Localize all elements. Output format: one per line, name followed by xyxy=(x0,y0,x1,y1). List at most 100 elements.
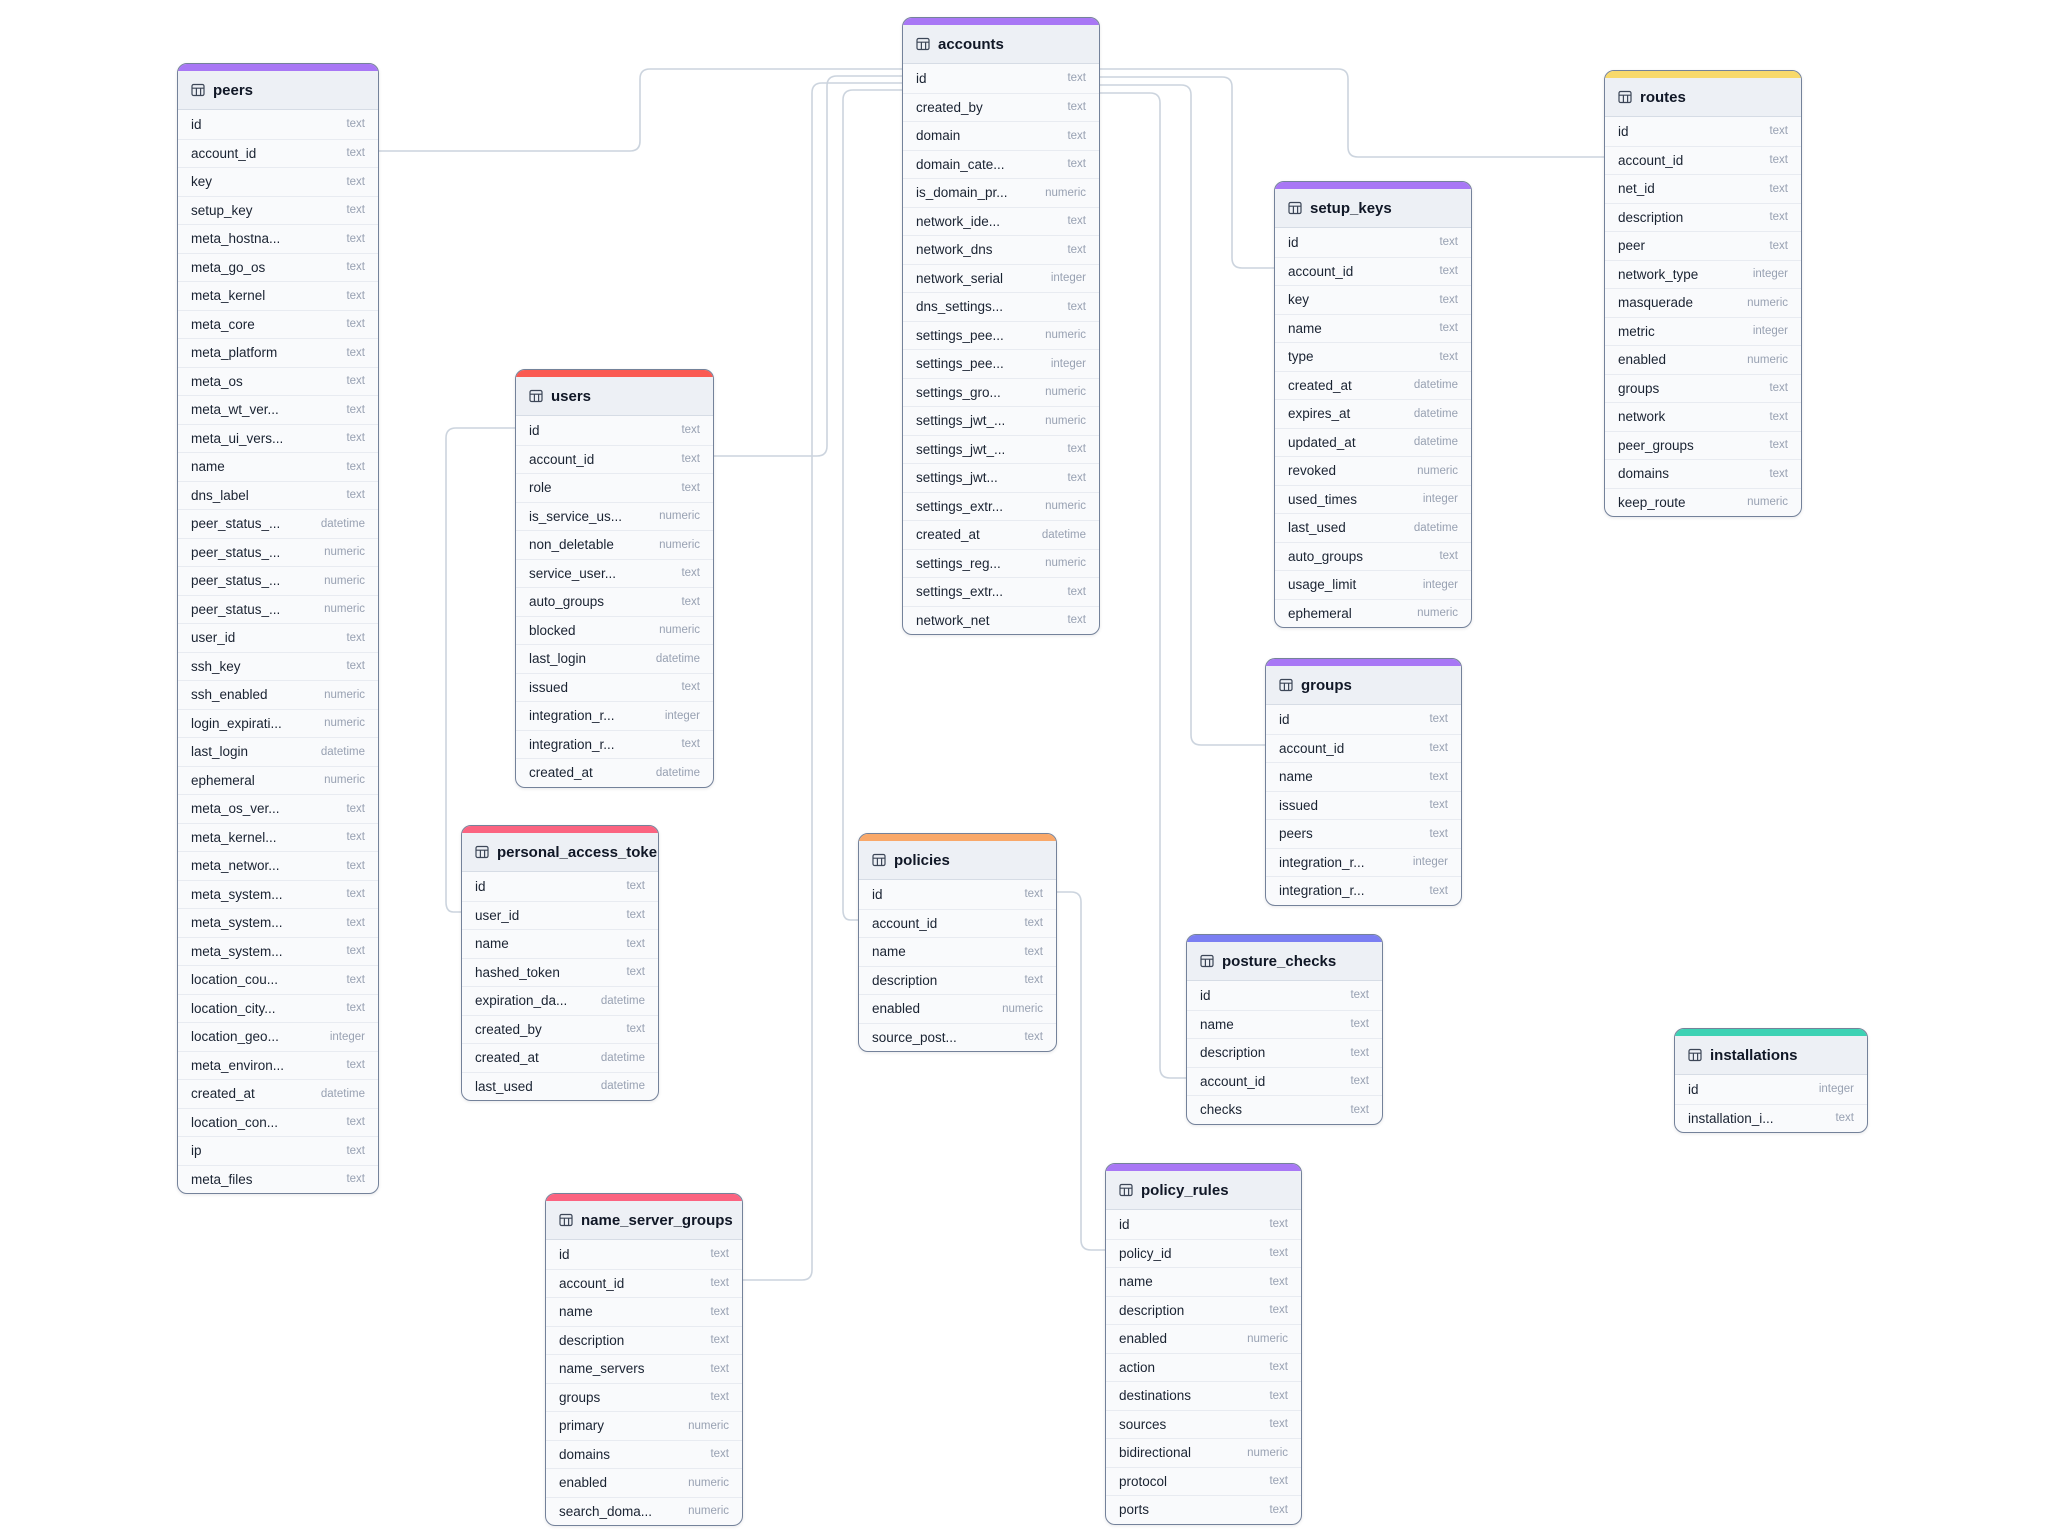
column-row[interactable]: dns_label text xyxy=(178,480,378,510)
column-row[interactable]: auto_groups text xyxy=(516,587,713,616)
column-row[interactable]: id text xyxy=(462,872,658,901)
column-row[interactable]: peer_groups text xyxy=(1605,430,1801,460)
column-row[interactable]: meta_environ... text xyxy=(178,1050,378,1080)
column-row[interactable]: name text xyxy=(1266,762,1461,791)
column-row[interactable]: checks text xyxy=(1187,1095,1382,1124)
column-row[interactable]: user_id text xyxy=(178,623,378,652)
table-header[interactable]: posture_checks xyxy=(1187,942,1382,981)
table-card-posture_checks[interactable]: posture_checks id text name text descrip… xyxy=(1186,934,1383,1125)
column-row[interactable]: enabled numeric xyxy=(1106,1324,1301,1353)
column-row[interactable]: network_ide... text xyxy=(903,206,1099,236)
column-row[interactable]: key text xyxy=(178,167,378,196)
column-row[interactable]: expiration_da... datetime xyxy=(462,986,658,1015)
table-header[interactable]: name_server_groups xyxy=(546,1201,742,1240)
column-row[interactable]: id text xyxy=(1605,117,1801,146)
column-row[interactable]: network_dns text xyxy=(903,235,1099,264)
table-card-personal_access_tokens[interactable]: personal_access_tokens id text user_id t… xyxy=(461,825,659,1101)
column-row[interactable]: settings_jwt_... text xyxy=(903,434,1099,464)
table-header[interactable]: routes xyxy=(1605,78,1801,117)
column-row[interactable]: domain text xyxy=(903,121,1099,150)
column-row[interactable]: last_login datetime xyxy=(516,644,713,673)
table-header[interactable]: setup_keys xyxy=(1275,189,1471,228)
column-row[interactable]: meta_files text xyxy=(178,1164,378,1194)
table-header[interactable]: policy_rules xyxy=(1106,1171,1301,1210)
column-row[interactable]: account_id text xyxy=(1275,256,1471,286)
column-row[interactable]: meta_wt_ver... text xyxy=(178,395,378,424)
column-row[interactable]: enabled numeric xyxy=(859,994,1056,1023)
column-row[interactable]: ephemeral numeric xyxy=(1275,598,1471,628)
table-header[interactable]: groups xyxy=(1266,666,1461,705)
column-row[interactable]: name_servers text xyxy=(546,1354,742,1383)
column-row[interactable]: net_id text xyxy=(1605,174,1801,203)
column-row[interactable]: used_times integer xyxy=(1275,484,1471,514)
column-row[interactable]: ssh_enabled numeric xyxy=(178,680,378,709)
column-row[interactable]: meta_ui_vers... text xyxy=(178,423,378,453)
column-row[interactable]: created_at datetime xyxy=(462,1043,658,1072)
column-row[interactable]: meta_system... text xyxy=(178,908,378,937)
table-card-accounts[interactable]: accounts id text created_by text domain … xyxy=(902,17,1100,635)
column-row[interactable]: account_id text xyxy=(1605,145,1801,175)
column-row[interactable]: network_net text xyxy=(903,605,1099,635)
column-row[interactable]: account_id text xyxy=(178,138,378,168)
column-row[interactable]: settings_pee... numeric xyxy=(903,320,1099,350)
column-row[interactable]: location_cou... text xyxy=(178,965,378,994)
column-row[interactable]: meta_hostna... text xyxy=(178,224,378,253)
column-row[interactable]: meta_kernel... text xyxy=(178,822,378,852)
column-row[interactable]: created_by text xyxy=(903,92,1099,122)
column-row[interactable]: integration_r... text xyxy=(516,729,713,759)
column-row[interactable]: meta_system... text xyxy=(178,936,378,966)
column-row[interactable]: name text xyxy=(178,452,378,481)
column-row[interactable]: peer_status_... numeric xyxy=(178,537,378,567)
column-row[interactable]: description text xyxy=(1605,202,1801,232)
column-row[interactable]: description text xyxy=(1106,1295,1301,1325)
column-row[interactable]: id text xyxy=(1187,981,1382,1010)
column-row[interactable]: hashed_token text xyxy=(462,957,658,987)
column-row[interactable]: id text xyxy=(1106,1210,1301,1239)
column-row[interactable]: peer_status_... datetime xyxy=(178,509,378,538)
table-card-installations[interactable]: installations id integer installation_i.… xyxy=(1674,1028,1868,1133)
column-row[interactable]: ephemeral numeric xyxy=(178,765,378,795)
column-row[interactable]: policy_id text xyxy=(1106,1238,1301,1268)
column-row[interactable]: is_service_us... numeric xyxy=(516,501,713,531)
column-row[interactable]: meta_os_ver... text xyxy=(178,794,378,823)
column-row[interactable]: meta_platform text xyxy=(178,338,378,367)
column-row[interactable]: protocol text xyxy=(1106,1466,1301,1496)
table-card-policies[interactable]: policies id text account_id text name te… xyxy=(858,833,1057,1052)
column-row[interactable]: domains text xyxy=(546,1439,742,1469)
column-row[interactable]: integration_r... integer xyxy=(1266,847,1461,877)
table-header[interactable]: personal_access_tokens xyxy=(462,833,658,872)
column-row[interactable]: integration_r... text xyxy=(1266,876,1461,905)
column-row[interactable]: created_at datetime xyxy=(903,520,1099,549)
column-row[interactable]: account_id text xyxy=(1266,733,1461,763)
column-row[interactable]: ssh_key text xyxy=(178,651,378,681)
column-row[interactable]: settings_pee... integer xyxy=(903,349,1099,378)
column-row[interactable]: settings_jwt_... numeric xyxy=(903,406,1099,435)
column-row[interactable]: name text xyxy=(1106,1267,1301,1296)
column-row[interactable]: action text xyxy=(1106,1352,1301,1382)
column-row[interactable]: role text xyxy=(516,473,713,502)
table-header[interactable]: installations xyxy=(1675,1036,1867,1075)
column-row[interactable]: created_at datetime xyxy=(516,758,713,787)
column-row[interactable]: created_at datetime xyxy=(178,1079,378,1108)
column-row[interactable]: meta_networ... text xyxy=(178,851,378,880)
column-row[interactable]: dns_settings... text xyxy=(903,292,1099,321)
column-row[interactable]: last_used datetime xyxy=(1275,513,1471,542)
column-row[interactable]: last_login datetime xyxy=(178,737,378,766)
column-row[interactable]: description text xyxy=(859,965,1056,995)
column-row[interactable]: key text xyxy=(1275,285,1471,314)
column-row[interactable]: network text xyxy=(1605,402,1801,431)
column-row[interactable]: sources text xyxy=(1106,1409,1301,1439)
column-row[interactable]: peer text xyxy=(1605,231,1801,260)
column-row[interactable]: is_domain_pr... numeric xyxy=(903,178,1099,207)
column-row[interactable]: id text xyxy=(1266,705,1461,734)
column-row[interactable]: usage_limit integer xyxy=(1275,570,1471,599)
column-row[interactable]: type text xyxy=(1275,342,1471,371)
column-row[interactable]: settings_extr... numeric xyxy=(903,491,1099,521)
table-card-users[interactable]: users id text account_id text role text … xyxy=(515,369,714,788)
column-row[interactable]: expires_at datetime xyxy=(1275,399,1471,428)
column-row[interactable]: last_used datetime xyxy=(462,1071,658,1101)
column-row[interactable]: issued text xyxy=(516,672,713,702)
table-header[interactable]: users xyxy=(516,377,713,416)
table-card-peers[interactable]: peers id text account_id text key text s… xyxy=(177,63,379,1194)
